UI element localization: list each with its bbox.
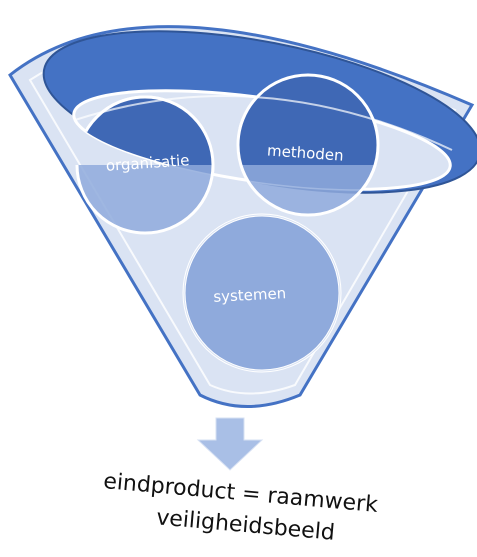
systemen-label: systemen [213,284,287,306]
organisatie-circle [75,95,215,235]
organisatie-label: organisatie [105,151,190,175]
output-line-1: eindproduct = raamwerk [102,469,379,518]
methoden-label: methoden [266,141,344,164]
down-arrow-icon [196,417,264,471]
methoden-circle [238,73,378,217]
